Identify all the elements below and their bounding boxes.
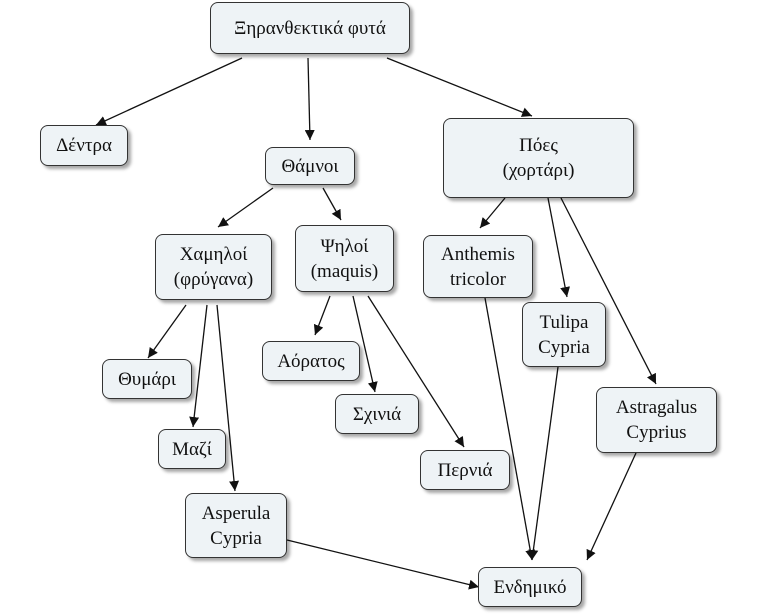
node-thamnoi: Θάμνοι [265,147,355,185]
node-line: (χορτάρι) [502,160,575,181]
node-schinia: Σχινιά [335,394,419,434]
node-xeranthetika-fyta: Ξηρανθεκτικά φυτά [210,2,410,54]
edge-psiloi-to-pernia [367,295,465,448]
edge-xamiloi-to-thymari [147,304,187,359]
edge-poes-to-astragalus [560,197,657,385]
node-xamiloi: Χαμηλοί (φρύγανα) [155,234,272,300]
node-line: Asperula [201,502,271,524]
node-line: Μαζί [172,438,212,460]
node-tulipa-cypria: Tulipa Cypria [522,302,606,367]
node-line: Θυμάρι [118,368,176,390]
node-line: Cypria [538,336,590,358]
edge-poes-to-tulipa [547,197,571,298]
edge-xamiloi-to-mazi [189,304,208,428]
edge-anthemis-to-endimiko [484,297,536,561]
node-line: Ξηρανθεκτικά φυτά [234,17,386,39]
node-line: Πόες [519,135,558,156]
edge-thamnoi-to-xamiloi [217,187,274,228]
node-psiloi: Ψηλοί (maquis) [295,225,394,292]
node-mazi: Μαζί [158,429,226,469]
node-endimiko: Ενδημικό [478,567,582,607]
edge-root-to-poes [386,57,533,117]
node-line: Cypria [210,527,262,549]
edge-psiloi-to-schinia [352,295,378,393]
edge-psiloi-to-aoratos [313,295,331,336]
node-line: Δέντρα [56,135,112,156]
node-line: tricolor [450,268,506,290]
node-line: Θάμνοι [281,155,339,177]
edge-thamnoi-to-psiloi [322,187,342,221]
node-line: Ενδημικό [493,576,567,598]
node-line: Χαμηλοί [179,244,248,265]
edge-asperula-to-endimiko [286,539,480,590]
edge-astragalus-to-endimiko [586,452,637,561]
edge-root-to-dentra [95,57,243,126]
node-line: (maquis) [310,260,379,282]
node-line: Περνιά [437,459,493,481]
node-astragalus-cyprius: Astragalus Cyprius [596,387,717,453]
node-line: (φρύγανα) [173,269,254,290]
node-pernia: Περνιά [420,450,510,490]
node-line: Αόρατος [277,350,345,372]
node-line: Tulipa [539,311,589,333]
edge-tulipa-to-endimiko [528,366,559,561]
node-dentra: Δέντρα [40,125,128,166]
node-aoratos: Αόρατος [262,341,360,381]
edge-poes-to-anthemis [479,197,506,229]
edge-root-to-thamnoi [304,57,315,141]
edge-xamiloi-to-asperula [216,304,240,492]
node-anthemis-tricolor: Anthemis tricolor [423,235,533,298]
node-thymari: Θυμάρι [102,359,192,399]
node-line: Anthemis [441,243,515,265]
node-line: Astragalus [615,397,698,418]
node-line: Cyprius [626,422,687,443]
node-asperula-cypria: Asperula Cypria [185,493,287,558]
node-poes: Πόες (χορτάρι) [443,118,634,198]
node-line: Σχινιά [352,403,402,425]
node-line: Ψηλοί [320,235,369,257]
